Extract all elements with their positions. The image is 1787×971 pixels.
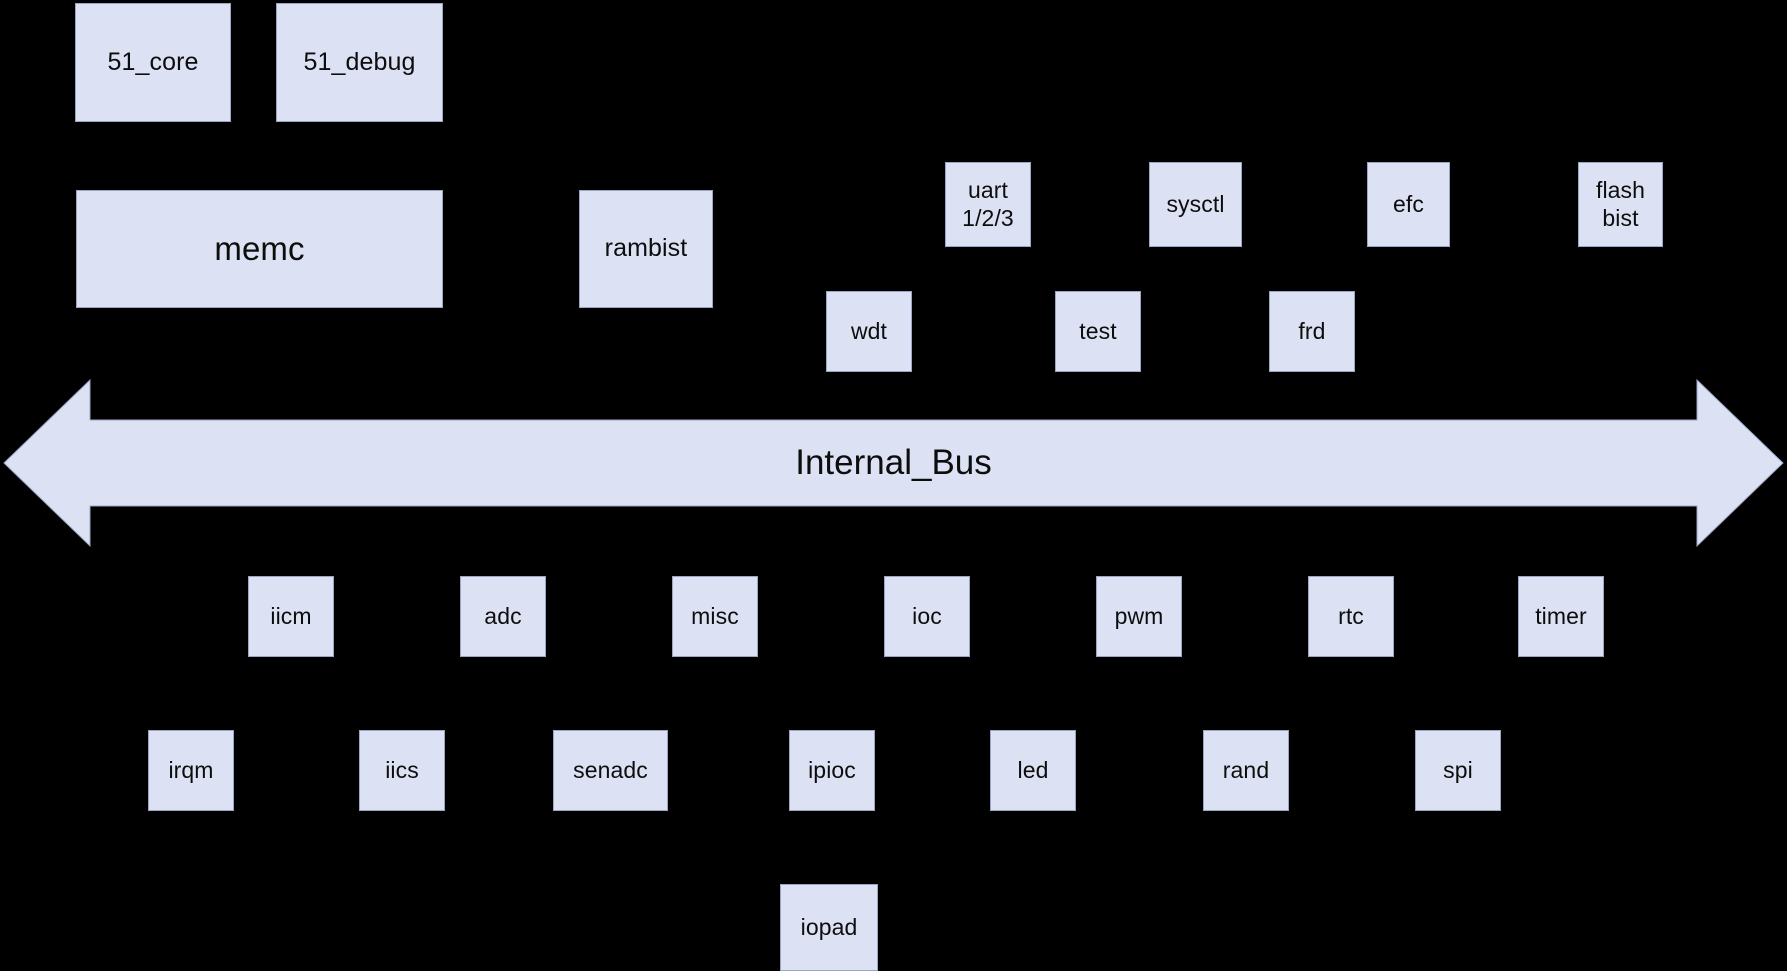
block-wdt[interactable]: wdt xyxy=(826,291,912,372)
block-51_debug[interactable]: 51_debug xyxy=(276,3,443,122)
block-irqm[interactable]: irqm xyxy=(148,730,234,811)
block-misc[interactable]: misc xyxy=(672,576,758,657)
internal-bus-arrow[interactable] xyxy=(0,374,1787,552)
block-frd[interactable]: frd xyxy=(1269,291,1355,372)
block-memc[interactable]: memc xyxy=(76,190,443,308)
block-rand[interactable]: rand xyxy=(1203,730,1289,811)
block-flash_bist[interactable]: flash bist xyxy=(1578,162,1663,247)
block-efc[interactable]: efc xyxy=(1367,162,1450,247)
bus-arrow-shape xyxy=(3,378,1784,548)
block-test[interactable]: test xyxy=(1055,291,1141,372)
block-pwm[interactable]: pwm xyxy=(1096,576,1182,657)
block-uart[interactable]: uart 1/2/3 xyxy=(945,162,1031,247)
block-spi[interactable]: spi xyxy=(1415,730,1501,811)
block-timer[interactable]: timer xyxy=(1518,576,1604,657)
block-adc[interactable]: adc xyxy=(460,576,546,657)
block-iics[interactable]: iics xyxy=(359,730,445,811)
block-ioc[interactable]: ioc xyxy=(884,576,970,657)
block-iopad[interactable]: iopad xyxy=(780,884,878,971)
block-led[interactable]: led xyxy=(990,730,1076,811)
block-ipioc[interactable]: ipioc xyxy=(789,730,875,811)
block-sysctl[interactable]: sysctl xyxy=(1149,162,1242,247)
block-51_core[interactable]: 51_core xyxy=(75,3,231,122)
block-senadc[interactable]: senadc xyxy=(553,730,668,811)
block-iicm[interactable]: iicm xyxy=(248,576,334,657)
block-rtc[interactable]: rtc xyxy=(1308,576,1394,657)
block-rambist[interactable]: rambist xyxy=(579,190,713,308)
